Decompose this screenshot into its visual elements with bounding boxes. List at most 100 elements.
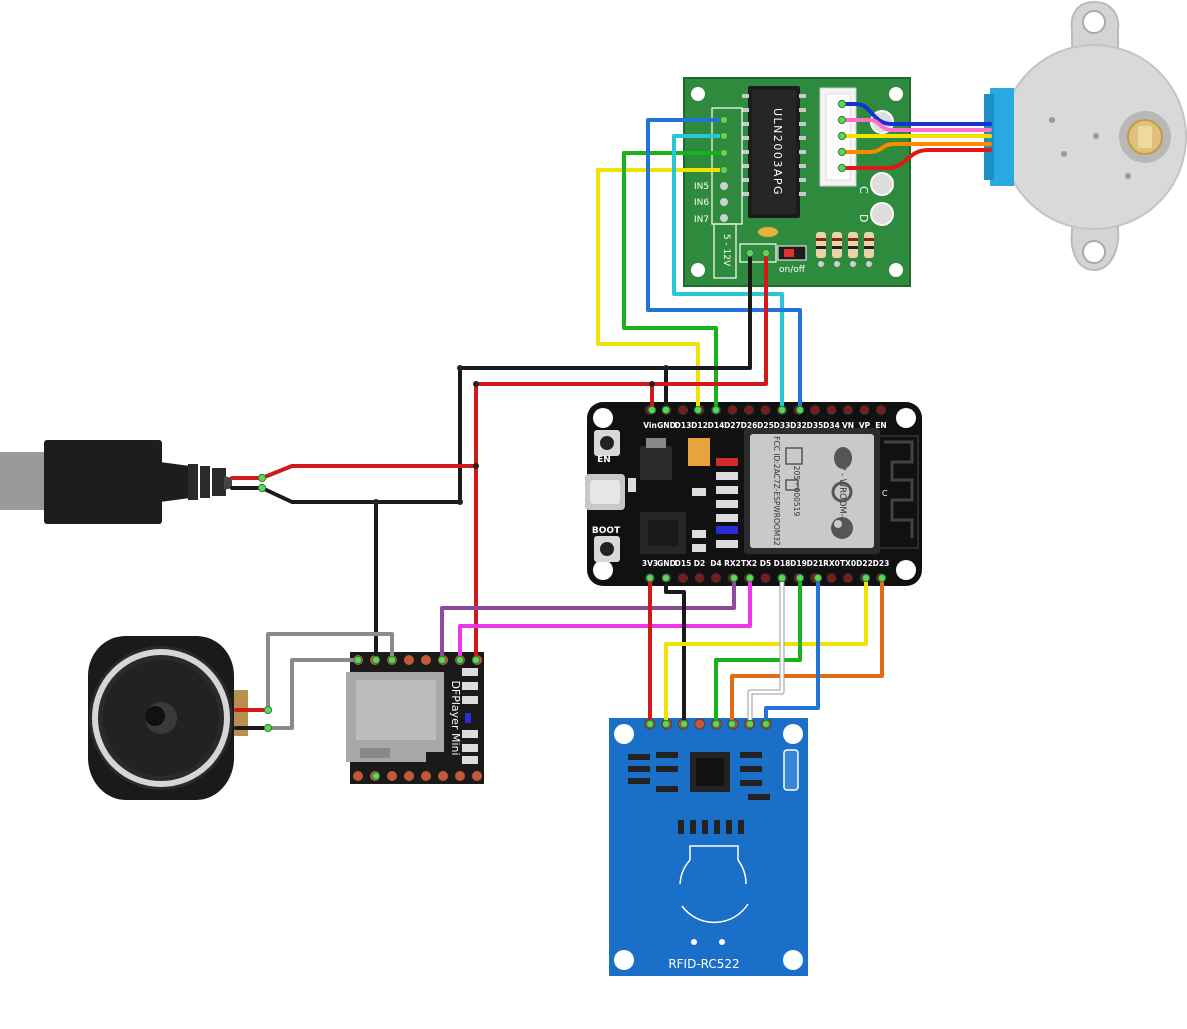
wire-end bbox=[471, 655, 481, 665]
esp-top-pin-label: D13 bbox=[675, 421, 692, 430]
esp-top-pin-label: D35 bbox=[807, 421, 824, 430]
esp-bottom-pin-label: RX2 bbox=[724, 559, 741, 568]
wire-red-uln-vcc bbox=[474, 251, 768, 662]
voltage-regulator bbox=[640, 446, 672, 480]
esp-top-pin bbox=[859, 405, 870, 415]
uln-label-in5: IN5 bbox=[694, 182, 709, 192]
wire-end bbox=[257, 483, 267, 493]
wire-red-jack bbox=[230, 464, 478, 480]
esp-bottom-pin-label: GND bbox=[657, 559, 676, 568]
wire-black-uln-gnd bbox=[458, 251, 752, 504]
speaker-dust-cap bbox=[145, 706, 165, 726]
wire-end bbox=[661, 405, 671, 415]
uln-led-d bbox=[870, 202, 894, 226]
dfplayer-bottom-pin bbox=[404, 771, 414, 781]
esp-top-pin-label: VP bbox=[859, 421, 871, 430]
dfplayer-mini: DFPlayer Mini bbox=[346, 652, 484, 784]
wire-end bbox=[711, 719, 721, 729]
boot-button-label: BOOT bbox=[592, 526, 621, 536]
wire-end bbox=[745, 248, 755, 258]
wire-white-d18-rfid bbox=[747, 575, 785, 727]
wire-black-gnd-rfid bbox=[664, 576, 686, 726]
esp-top-pin-label: D32 bbox=[790, 421, 807, 430]
wire-blue-in4-d32 bbox=[646, 118, 802, 412]
wire-cyan-in3-d33 bbox=[672, 134, 784, 412]
wire-end bbox=[719, 165, 729, 175]
esp-bottom-pin-label: TX2 bbox=[741, 559, 757, 568]
esp-bottom-pin-label: RX0 bbox=[823, 559, 840, 568]
wire-blue-d21-rfid bbox=[764, 576, 820, 726]
wire-gray-spk1 bbox=[266, 632, 394, 712]
esp-bottom-pin-label: D15 bbox=[675, 559, 692, 568]
wire-end bbox=[693, 405, 703, 415]
wire-green-d19-rfid bbox=[714, 576, 802, 726]
esp-bottom-pin-label: D2 bbox=[694, 559, 705, 568]
wire-bend bbox=[373, 499, 379, 505]
wire-bend bbox=[663, 365, 669, 371]
esp32-smd-parts bbox=[628, 458, 738, 552]
esp-top-pin-label: D26 bbox=[741, 421, 758, 430]
esp-bottom-pin-label: D21 bbox=[807, 559, 824, 568]
wroom-labels: ESP - WROOM-32 FCC ID:2AC7Z-ESPWROOM32 2… bbox=[772, 436, 847, 546]
wire-end bbox=[837, 147, 847, 157]
wire-end bbox=[837, 99, 847, 109]
wire-orange-d23-rfid bbox=[730, 576, 884, 726]
wire-end bbox=[645, 719, 655, 729]
wire-end bbox=[661, 719, 671, 729]
dc-power-jack bbox=[0, 440, 232, 524]
wire-bend bbox=[457, 365, 463, 371]
uln-led-c bbox=[870, 172, 894, 196]
wire-end bbox=[647, 405, 657, 415]
wire-joints bbox=[257, 99, 887, 781]
wire-end bbox=[679, 719, 689, 729]
wire-end bbox=[719, 115, 729, 125]
esp-bottom-pin-label: D19 bbox=[790, 559, 807, 568]
rfid-label: RFID-RC522 bbox=[668, 957, 739, 971]
esp-top-pin-label: D14 bbox=[708, 421, 725, 430]
rfid-crystal bbox=[783, 749, 799, 791]
uln-led-label-d: D bbox=[857, 214, 870, 222]
motor-wire-blue bbox=[840, 102, 992, 126]
wire-end bbox=[711, 405, 721, 415]
esp-top-pin-label: D25 bbox=[757, 421, 774, 430]
motor-wire-orange bbox=[840, 142, 992, 154]
esp-bottom-pin bbox=[678, 573, 688, 583]
wire-end bbox=[387, 655, 397, 665]
wire-bend bbox=[457, 499, 463, 505]
wire-end bbox=[877, 573, 887, 583]
wire-end bbox=[761, 719, 771, 729]
jack-body bbox=[44, 440, 162, 524]
dfplayer-top-pin bbox=[404, 655, 414, 665]
esp-top-pin bbox=[826, 405, 837, 415]
wires bbox=[230, 102, 992, 730]
uln-power-header bbox=[739, 243, 777, 263]
rfid-smd-parts bbox=[628, 752, 770, 834]
uln-label-in7: IN7 bbox=[694, 215, 709, 225]
esp-bottom-pin bbox=[694, 573, 705, 583]
mount-hole-bottom bbox=[1082, 240, 1106, 264]
fcc-id: FCC ID:2AC7Z-ESPWROOM32 bbox=[772, 436, 781, 546]
wire-end bbox=[745, 719, 755, 729]
wire-bend bbox=[649, 381, 655, 387]
fcc-logo-icon bbox=[785, 447, 803, 465]
wire-end bbox=[263, 723, 273, 733]
esp-top-pin-label: EN bbox=[875, 421, 886, 430]
wire-end bbox=[761, 248, 771, 258]
wire-end bbox=[813, 573, 823, 583]
uln-chip-pins bbox=[742, 94, 806, 196]
wire-bend bbox=[473, 463, 479, 469]
wire-black-jack bbox=[230, 486, 462, 504]
esp-top-pin-label: D33 bbox=[774, 421, 791, 430]
esp-top-pin-label: D27 bbox=[724, 421, 741, 430]
wire-magenta-df-tx2 bbox=[458, 576, 752, 662]
esp-bottom-pin-label: 3V3 bbox=[642, 559, 658, 568]
wire-end bbox=[455, 655, 465, 665]
esp-bottom-pin-label: D18 bbox=[774, 559, 791, 568]
wire-end bbox=[837, 131, 847, 141]
cert-number: 205 - 000519 bbox=[792, 466, 801, 517]
uln-voltage-label: 5 - 12V bbox=[721, 234, 731, 267]
en-button-label: EN bbox=[597, 455, 611, 465]
